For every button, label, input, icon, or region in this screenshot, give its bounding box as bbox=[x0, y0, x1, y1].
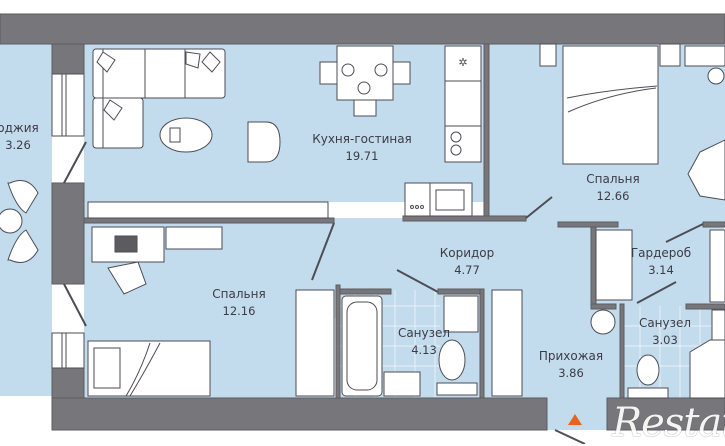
laptop bbox=[114, 235, 138, 253]
loggia-furniture bbox=[0, 180, 39, 263]
room-area: 3.14 bbox=[648, 263, 674, 277]
entrance-triangle-icon bbox=[568, 414, 582, 425]
room-area: 19.71 bbox=[345, 149, 379, 163]
hall-wardrobe bbox=[491, 289, 523, 397]
door-entrance bbox=[554, 429, 586, 444]
door-wardrobe bbox=[636, 281, 677, 304]
loggia-pier-bottom bbox=[51, 367, 85, 399]
sink-1 bbox=[383, 371, 421, 397]
room-label-bathroom-2: Санузел 3.03 bbox=[639, 315, 691, 349]
double-bed bbox=[539, 43, 725, 165]
room-area: 12.16 bbox=[222, 304, 256, 318]
toilet-1 bbox=[438, 339, 466, 381]
bottom-outer-wall-left bbox=[51, 397, 548, 431]
wardrobe-top-wall-left bbox=[557, 221, 619, 228]
wardrobe-shelf bbox=[87, 201, 329, 219]
toilet-1-cistern bbox=[436, 382, 478, 396]
bath1-top-wall-left bbox=[335, 288, 392, 295]
loggia-pier-top bbox=[51, 43, 85, 75]
bedroom-armchair bbox=[687, 139, 725, 201]
room-label-corridor: Коридор 4.77 bbox=[440, 245, 495, 279]
room-label-bedroom-2: Спальня 12.16 bbox=[212, 286, 265, 320]
desk-chair bbox=[107, 261, 147, 295]
doors bbox=[63, 141, 704, 444]
toilet-2-cistern bbox=[627, 387, 669, 399]
room-name: Спальня bbox=[212, 287, 266, 301]
door-bedroom-1 bbox=[525, 196, 553, 219]
dining-table bbox=[319, 45, 411, 117]
room-label-hallway: Прихожая 3.86 bbox=[539, 348, 603, 382]
bottom-outer-wall-right bbox=[606, 397, 725, 431]
door-loggia-kitchen bbox=[63, 141, 87, 184]
room-area: 12.66 bbox=[596, 189, 630, 203]
room-name: Прихожая bbox=[538, 349, 604, 363]
door-loggia-bedroom bbox=[63, 283, 87, 327]
storage-cabinet-left bbox=[295, 289, 335, 397]
kitchen-units: ✲ bbox=[404, 45, 482, 217]
room-name: Санузел bbox=[638, 316, 692, 330]
room-name: Спальня bbox=[586, 172, 640, 186]
corner-bath bbox=[689, 339, 725, 399]
armchair bbox=[247, 121, 281, 163]
room-name: Гардероб bbox=[630, 246, 692, 260]
room-area: 3.26 bbox=[5, 138, 31, 152]
bedroom-divider-wall bbox=[83, 217, 335, 224]
kitchen-base-wall bbox=[402, 215, 527, 222]
furniture: ✲ bbox=[0, 43, 725, 399]
sink-2 bbox=[711, 309, 725, 341]
bath2-left-wall bbox=[619, 303, 625, 399]
sofa bbox=[92, 48, 226, 149]
bath1-left-wall bbox=[335, 284, 341, 399]
bath1-top-wall-right bbox=[437, 288, 485, 295]
loggia-pier-mid bbox=[51, 182, 85, 285]
window-loggia-bottom bbox=[51, 332, 85, 369]
magazine-icon bbox=[169, 127, 181, 143]
door-bathroom-1 bbox=[396, 269, 439, 293]
door-wardrobe-2 bbox=[665, 223, 704, 243]
room-label-kitchen-living: Кухня-гостиная 19.71 bbox=[312, 131, 412, 165]
kitchen-bedroom1-wall bbox=[483, 43, 490, 220]
walls bbox=[0, 13, 725, 431]
room-label-loggia: оджия 3.26 bbox=[0, 120, 39, 154]
bath1-right-wall bbox=[479, 288, 485, 399]
room-area: 3.86 bbox=[558, 366, 584, 380]
svg-text:✲: ✲ bbox=[458, 56, 467, 69]
room-area: 3.03 bbox=[652, 333, 678, 347]
windows bbox=[51, 73, 85, 369]
window-loggia-top bbox=[51, 73, 85, 137]
single-bed bbox=[87, 340, 211, 397]
wardrobe-top-wall-right bbox=[702, 221, 725, 228]
watermark-logo: Restate bbox=[612, 400, 725, 446]
room-area: 4.77 bbox=[454, 263, 480, 277]
room-label-bathroom-1: Санузел 4.13 bbox=[398, 325, 450, 359]
room-label-wardrobe: Гардероб 3.14 bbox=[631, 245, 691, 279]
door-bedroom-2 bbox=[311, 222, 335, 281]
bathtub-inner bbox=[346, 301, 378, 391]
coffee-table bbox=[159, 117, 213, 153]
room-name: Санузел bbox=[397, 326, 451, 340]
wardrobe-rack-2 bbox=[709, 229, 725, 303]
bath2-top-wall-right bbox=[685, 303, 725, 310]
room-name: Кухня-гостиная bbox=[312, 132, 412, 146]
room-name: оджия bbox=[0, 121, 39, 135]
room-area: 4.13 bbox=[411, 343, 437, 357]
bath2-top-wall-left bbox=[590, 303, 617, 310]
room-label-bedroom-1: Спальня 12.66 bbox=[586, 171, 639, 205]
ceiling-light bbox=[590, 309, 616, 335]
wardrobe-rack-1 bbox=[595, 229, 633, 301]
wardrobe-left-wall bbox=[590, 226, 597, 306]
shower-cabin bbox=[443, 295, 479, 333]
bookshelf bbox=[165, 226, 223, 250]
toilet-2 bbox=[636, 354, 660, 386]
room-name: Коридор bbox=[439, 246, 495, 260]
top-outer-wall bbox=[0, 13, 725, 45]
